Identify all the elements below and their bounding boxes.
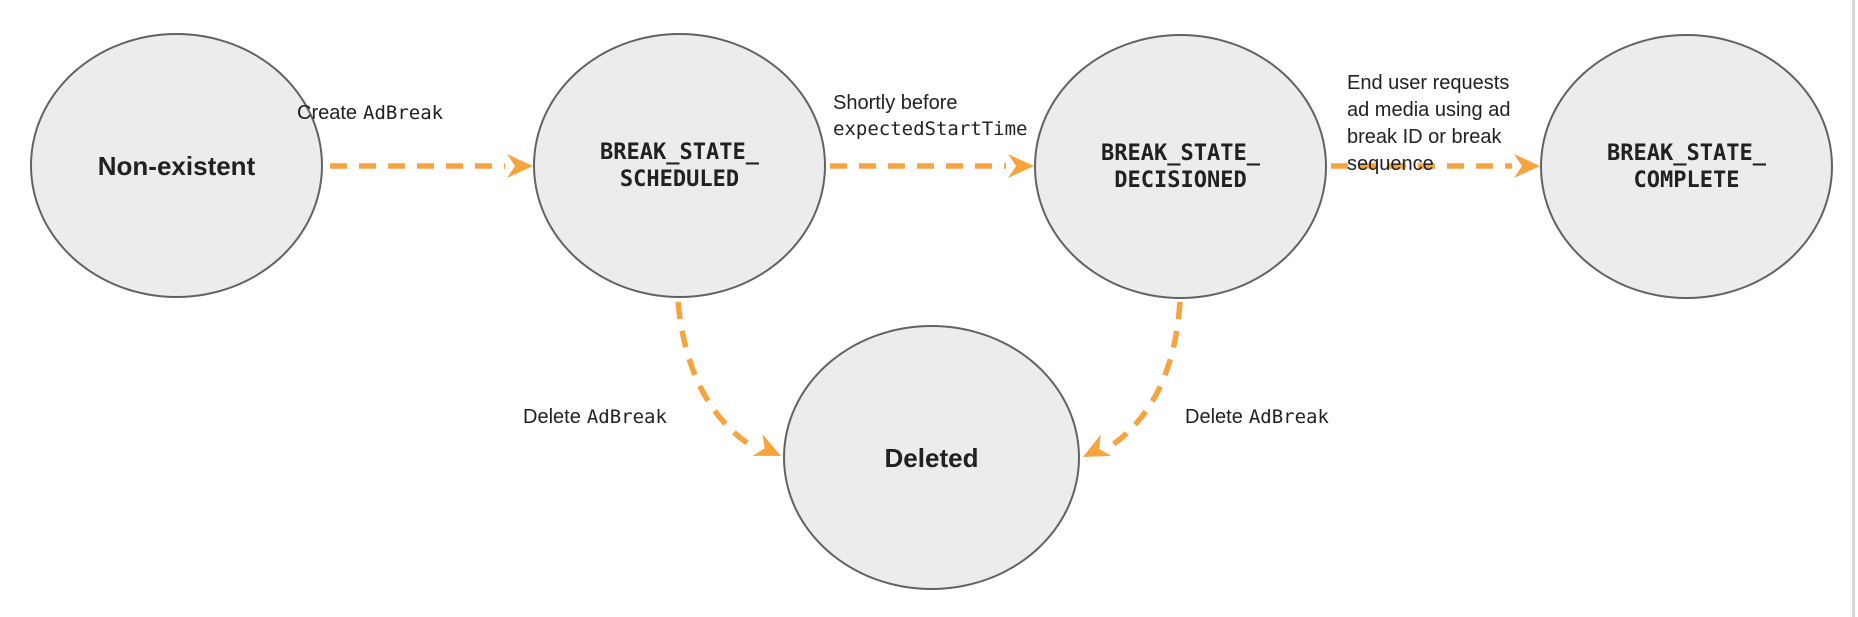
edge-label-text: Shortly before [833, 92, 958, 114]
node-label: Non-existent [97, 150, 256, 181]
edge-label-code: expectedStartTime [833, 118, 1028, 140]
state-node-non-existent: Non-existent [30, 33, 323, 298]
node-label: BREAK_STATE_ SCHEDULED [600, 139, 759, 192]
edge-label-text: Create [297, 102, 358, 124]
node-label: BREAK_STATE_ COMPLETE [1607, 140, 1766, 193]
arrowhead-icon [1514, 154, 1540, 178]
edge-delete-adbreak-left [675, 301, 755, 450]
edge-label-text: Delete [523, 406, 581, 428]
state-node-deleted: Deleted [783, 325, 1080, 590]
arrowhead-icon [752, 434, 781, 456]
edge-label-text: Delete [1185, 406, 1243, 428]
state-node-break-state-decisioned: BREAK_STATE_ DECISIONED [1034, 34, 1327, 299]
edge-label-text: End user requests ad media using ad brea… [1347, 72, 1511, 175]
arrowhead-icon [1083, 434, 1112, 457]
edge-label-code: AdBreak [586, 406, 667, 428]
arrowhead-icon [1008, 154, 1034, 178]
edge-label-code: AdBreak [363, 102, 444, 124]
state-node-break-state-complete: BREAK_STATE_ COMPLETE [1540, 34, 1833, 299]
node-label: BREAK_STATE_ DECISIONED [1101, 140, 1260, 193]
arrowhead-icon [507, 154, 533, 178]
state-node-break-state-scheduled: BREAK_STATE_ SCHEDULED [533, 33, 826, 298]
node-label: Deleted [884, 442, 979, 473]
edge-delete-adbreak-right [1106, 301, 1183, 451]
edge-label-code: AdBreak [1248, 406, 1329, 428]
edge-label-shortly-before: Shortly before expectedStartTime [833, 90, 1027, 142]
right-edge-divider [1852, 0, 1855, 617]
edge-label-end-user-requests: End user requests ad media using ad brea… [1347, 43, 1510, 178]
